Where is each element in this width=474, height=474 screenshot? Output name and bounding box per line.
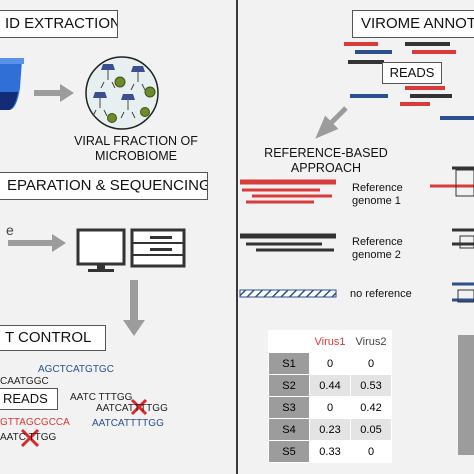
reference-genome-2-label: Reference genome 2 <box>352 236 403 261</box>
virus-table: Virus1 Virus2 S1 0 0 S2 0.44 0.53 S3 0 0… <box>268 330 392 463</box>
seq-5: GTTAGCGCCA <box>0 417 70 428</box>
reference-genome-1-label: Reference genome 1 <box>352 182 403 207</box>
row-label: S4 <box>268 418 310 441</box>
box-extraction: ID EXTRACTION <box>0 10 118 38</box>
table-cell: 0.05 <box>350 418 392 441</box>
seq-6: AATC TTGG <box>0 432 57 443</box>
reference-genome-1-reads <box>240 179 336 204</box>
seq-1: AGCTCATGTGC <box>38 364 114 375</box>
seq-7: AATCATTTTGG <box>92 418 164 429</box>
table-cell: 0 <box>350 440 392 463</box>
table-cell: 0.44 <box>309 374 351 397</box>
table-cell: 0.53 <box>350 374 392 397</box>
panel-divider <box>236 0 238 474</box>
error-x-icon <box>130 398 148 416</box>
row-label: S2 <box>268 374 310 397</box>
col-header-virus1: Virus1 <box>309 330 351 353</box>
arrow-diagonal <box>315 106 348 139</box>
table-cell: 0 <box>309 396 351 419</box>
computer-icon <box>76 228 186 272</box>
arrow-down <box>123 280 145 336</box>
arrow-right-2 <box>8 234 66 252</box>
arrow-right-1 <box>34 84 74 102</box>
row-label: S1 <box>268 352 310 375</box>
box-annotation: VIROME ANNOTA <box>352 10 474 38</box>
table-cell: 0.23 <box>309 418 351 441</box>
table-cell: 0 <box>350 352 392 375</box>
seq-2: CAATGGC <box>0 376 49 387</box>
row-label: S5 <box>268 440 310 463</box>
box-reads-left: READS <box>0 388 58 410</box>
viral-fraction-icon <box>85 56 159 130</box>
row-label: S3 <box>268 396 310 419</box>
no-reference-label: no reference <box>350 288 412 300</box>
table-cell: 0 <box>309 352 351 375</box>
error-x-icon <box>20 428 40 448</box>
partial-label-e: e <box>6 222 14 238</box>
table-cell: 0.42 <box>350 396 392 419</box>
col-header-virus2: Virus2 <box>350 330 392 353</box>
read-bars <box>344 42 474 120</box>
test-tube-icon <box>0 58 24 110</box>
seq-4: AATC TTTGG <box>70 392 133 403</box>
seq-3: AATCATTTTGG <box>96 403 168 414</box>
box-control: T CONTROL <box>0 325 106 351</box>
assembly-fragments <box>430 166 474 302</box>
box-reads-right: READS <box>382 62 442 84</box>
approach-label: REFERENCE-BASED APPROACH <box>264 146 388 175</box>
box-sequencing: EPARATION & SEQUENCING <box>0 172 208 200</box>
reference-genome-2-reads <box>240 233 336 252</box>
no-reference-bar <box>239 289 337 298</box>
table-cell: 0.33 <box>309 440 351 463</box>
viral-fraction-caption: VIRAL FRACTION OF MICROBIOME <box>74 134 198 163</box>
